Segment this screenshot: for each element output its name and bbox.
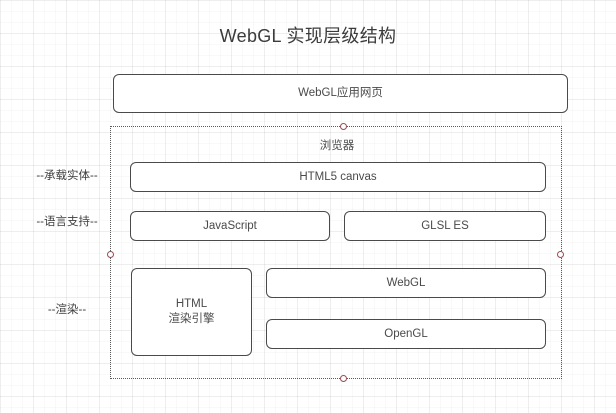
- node-html-render-engine[interactable]: HTML 渲染引擎: [131, 268, 252, 356]
- browser-container-label: 浏览器: [319, 140, 355, 152]
- node-opengl[interactable]: OpenGL: [266, 319, 546, 349]
- resize-handle-left[interactable]: [107, 251, 114, 258]
- resize-handle-bottom[interactable]: [340, 375, 347, 382]
- node-html5-canvas[interactable]: HTML5 canvas: [130, 162, 546, 192]
- side-label-language-support: --语言支持--: [36, 216, 98, 228]
- side-label-render: --渲染--: [47, 304, 87, 316]
- node-webgl-application-page[interactable]: WebGL应用网页: [113, 74, 568, 113]
- node-glsl-es[interactable]: GLSL ES: [344, 211, 546, 241]
- diagram-title: WebGL 实现层级结构: [219, 26, 397, 46]
- resize-handle-right[interactable]: [557, 251, 564, 258]
- side-label-carrier-entity: --承载实体--: [36, 170, 98, 182]
- node-javascript[interactable]: JavaScript: [130, 211, 330, 241]
- node-webgl[interactable]: WebGL: [266, 268, 546, 298]
- resize-handle-top[interactable]: [340, 123, 347, 130]
